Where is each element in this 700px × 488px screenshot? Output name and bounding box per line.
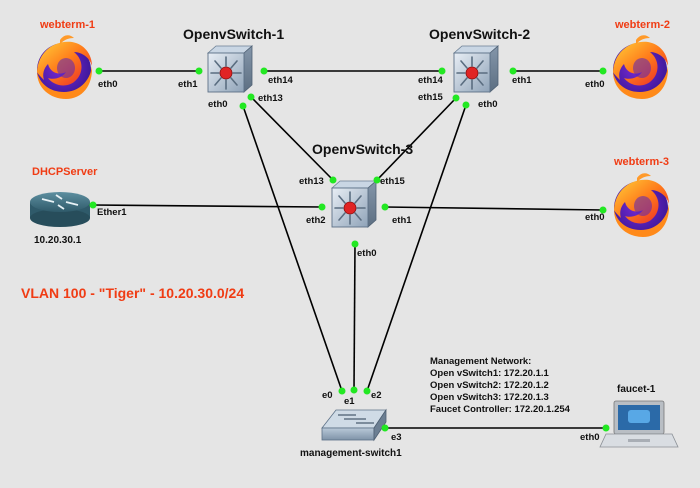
port-label: eth0 <box>208 99 228 110</box>
laptop-icon <box>599 400 679 448</box>
port-dot <box>373 176 381 184</box>
management-network-line: Faucet Controller: 172.20.1.254 <box>430 404 571 415</box>
port-dot <box>95 67 103 75</box>
openvswitch-2-label: OpenvSwitch-2 <box>429 26 530 42</box>
openvswitch-1-node[interactable]: OpenvSwitch-1 <box>183 26 284 93</box>
port-label: eth0 <box>580 432 600 443</box>
port-dot <box>599 67 607 75</box>
openvswitch-icon <box>453 45 499 93</box>
openvswitch-icon <box>207 45 253 93</box>
link-dhcp-ovs3 <box>92 204 323 208</box>
port-dot <box>351 240 359 248</box>
port-dot <box>350 386 358 394</box>
webterm-2-node[interactable]: webterm-2 <box>613 19 670 99</box>
management-network-title: Management Network: <box>430 356 531 367</box>
port-dot <box>452 94 460 102</box>
management-switch1-node[interactable]: management-switch1 <box>300 408 402 459</box>
port-label: eth15 <box>418 92 444 103</box>
port-label: eth0 <box>357 248 377 259</box>
link-ovs3-mgmt <box>353 243 356 391</box>
port-label: eth0 <box>478 99 498 110</box>
openvswitch-1-label: OpenvSwitch-1 <box>183 26 284 42</box>
port-dot <box>318 203 326 211</box>
webterm-3-node[interactable]: webterm-3 <box>613 156 670 237</box>
port-dot <box>239 102 247 110</box>
link-ovs2-mgmt <box>366 104 467 392</box>
port-label: eth1 <box>512 75 532 86</box>
port-label: e3 <box>391 432 402 443</box>
port-dot <box>509 67 517 75</box>
port-dot <box>247 93 255 101</box>
port-label: eth13 <box>299 176 324 187</box>
port-dot <box>338 387 346 395</box>
webterm-1-label: webterm-1 <box>39 19 95 31</box>
link-ovs1-mgmt <box>242 105 343 392</box>
firefox-icon <box>37 35 93 99</box>
port-label: eth15 <box>380 176 406 187</box>
vlan-label: VLAN 100 - "Tiger" - 10.20.30.0/24 <box>21 285 244 301</box>
faucet-1-label: faucet-1 <box>617 384 656 395</box>
ethernet-switch-icon <box>321 408 387 442</box>
port-label: eth14 <box>418 75 444 86</box>
link-ovs2-ovs3 <box>376 97 457 181</box>
dhcp-server-label: DHCPServer <box>32 166 98 178</box>
faucet-1-node[interactable]: faucet-1 <box>599 384 679 448</box>
management-network-line: Open vSwitch2: 172.20.1.2 <box>430 380 549 391</box>
management-switch1-label: management-switch1 <box>300 448 402 459</box>
router-icon <box>29 191 91 228</box>
port-dot <box>363 387 371 395</box>
webterm-2-label: webterm-2 <box>614 19 670 31</box>
firefox-icon <box>613 35 669 99</box>
openvswitch-2-node[interactable]: OpenvSwitch-2 <box>429 26 530 93</box>
port-label: eth1 <box>178 79 198 90</box>
port-label: e0 <box>322 390 333 401</box>
link-ovs1-ovs3 <box>250 96 334 181</box>
port-label: e2 <box>371 390 382 401</box>
port-dot <box>602 424 610 432</box>
port-label: eth13 <box>258 93 283 104</box>
port-label: e1 <box>344 396 355 407</box>
port-label: Ether1 <box>97 207 127 218</box>
openvswitch-icon <box>331 180 377 228</box>
firefox-icon <box>614 173 670 237</box>
openvswitch-3-label: OpenvSwitch-3 <box>312 141 413 157</box>
port-label: eth1 <box>392 215 412 226</box>
port-label: eth0 <box>98 79 118 90</box>
port-dots <box>89 67 610 432</box>
links <box>92 70 606 429</box>
port-dot <box>438 67 446 75</box>
link-ovs3-webterm3 <box>384 206 604 211</box>
openvswitch-3-node[interactable]: OpenvSwitch-3 <box>312 141 413 228</box>
port-dot <box>599 206 607 214</box>
port-dot <box>89 201 97 209</box>
management-network-line: Open vSwitch1: 172.20.1.1 <box>430 368 550 379</box>
management-network-note: Management Network: Open vSwitch1: 172.2… <box>430 356 571 415</box>
port-labels: eth0 eth1 eth14 eth0 eth13 eth14 eth1 et… <box>97 75 605 443</box>
webterm-3-label: webterm-3 <box>613 156 669 168</box>
port-dot <box>260 67 268 75</box>
port-label: eth0 <box>585 212 605 223</box>
dhcp-server-ip: 10.20.30.1 <box>34 235 82 246</box>
management-network-line: Open vSwitch3: 172.20.1.3 <box>430 392 549 403</box>
port-dot <box>462 101 470 109</box>
port-dot <box>195 67 203 75</box>
port-dot <box>381 203 389 211</box>
port-label: eth0 <box>585 79 605 90</box>
port-dot <box>329 176 337 184</box>
port-dot <box>381 424 389 432</box>
port-label: eth14 <box>268 75 294 86</box>
dhcp-server-node[interactable]: DHCPServer 10.20.30.1 <box>29 166 98 246</box>
webterm-1-node[interactable]: webterm-1 <box>37 19 95 99</box>
port-label: eth2 <box>306 215 326 226</box>
